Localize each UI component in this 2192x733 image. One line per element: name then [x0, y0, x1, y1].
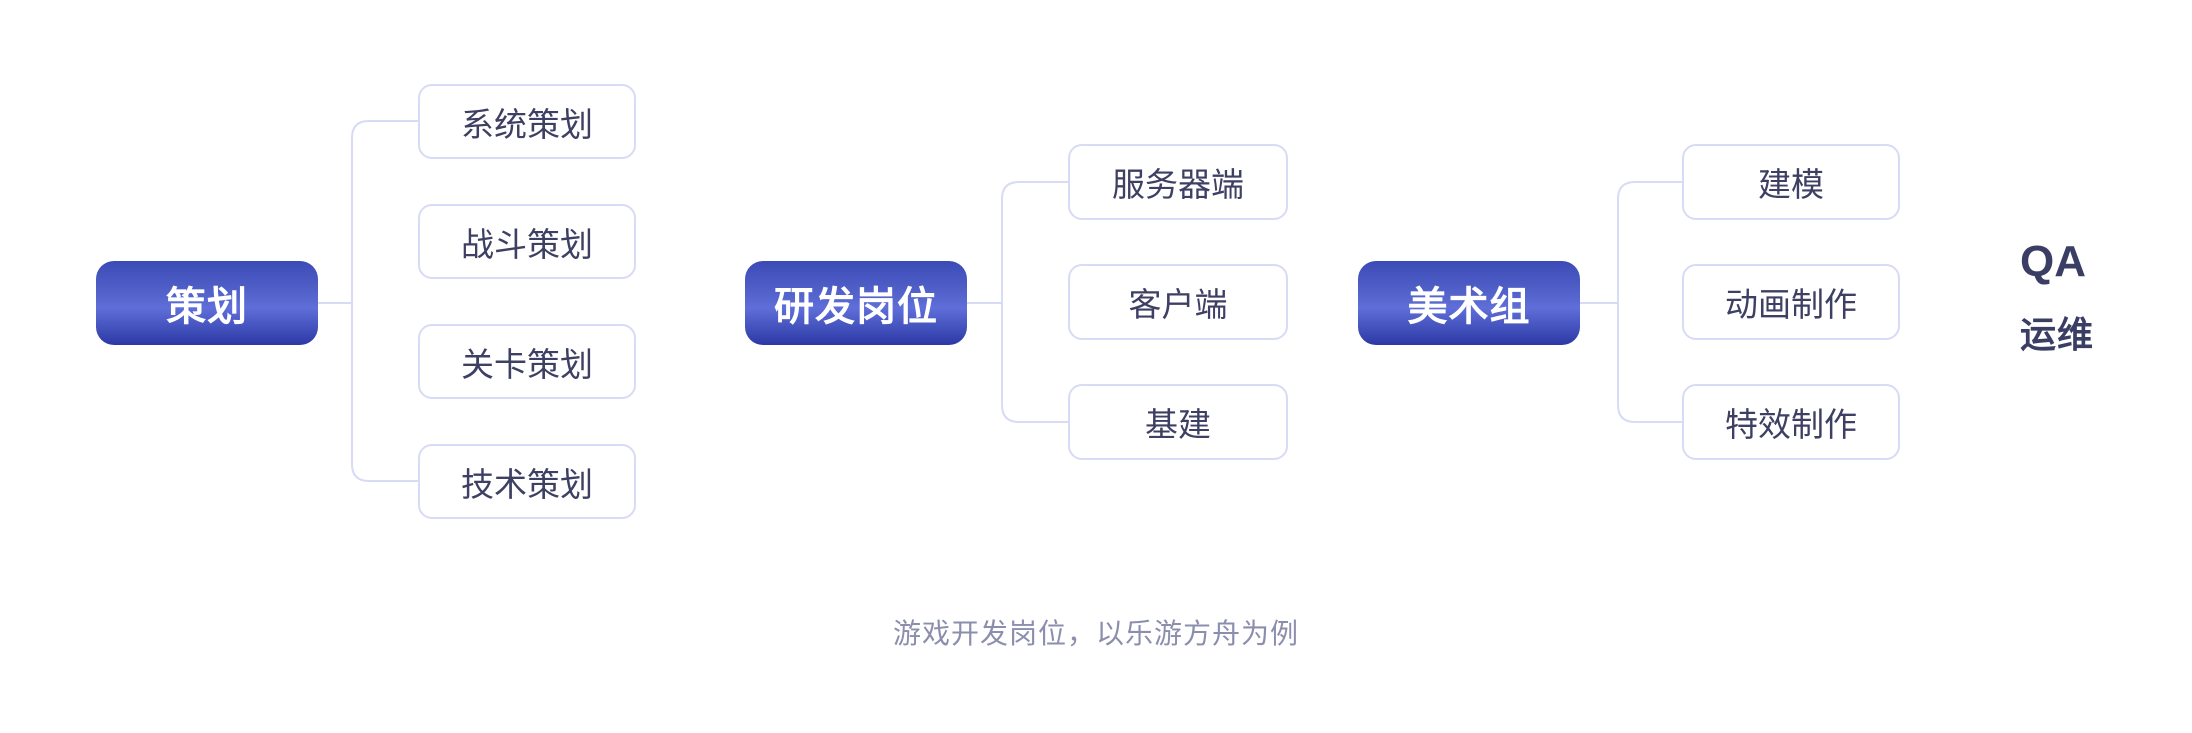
node-modeling[interactable]: 建模: [1682, 144, 1900, 220]
connector-planning-trunk: [351, 120, 419, 482]
diagram-caption: 游戏开发岗位，以乐游方舟为例: [892, 618, 1299, 649]
node-system-planning[interactable]: 系统策划: [418, 84, 636, 159]
node-level-planning[interactable]: 关卡策划: [418, 324, 636, 399]
node-ops[interactable]: 运维: [2019, 314, 2094, 355]
node-art-group[interactable]: 美术组: [1358, 261, 1580, 345]
node-animation[interactable]: 动画制作: [1682, 264, 1900, 340]
connector-dev-trunk: [1001, 181, 1069, 423]
node-vfx[interactable]: 特效制作: [1682, 384, 1900, 460]
node-infrastructure[interactable]: 基建: [1068, 384, 1288, 460]
node-client-side[interactable]: 客户端: [1068, 264, 1288, 340]
node-technical-planning[interactable]: 技术策划: [418, 444, 636, 519]
node-dev-positions[interactable]: 研发岗位: [745, 261, 967, 345]
node-server-side[interactable]: 服务器端: [1068, 144, 1288, 220]
connector-art-trunk: [1617, 181, 1683, 423]
node-combat-planning[interactable]: 战斗策划: [418, 204, 636, 279]
node-qa[interactable]: QA: [2020, 237, 2086, 286]
node-planning[interactable]: 策划: [96, 261, 318, 345]
